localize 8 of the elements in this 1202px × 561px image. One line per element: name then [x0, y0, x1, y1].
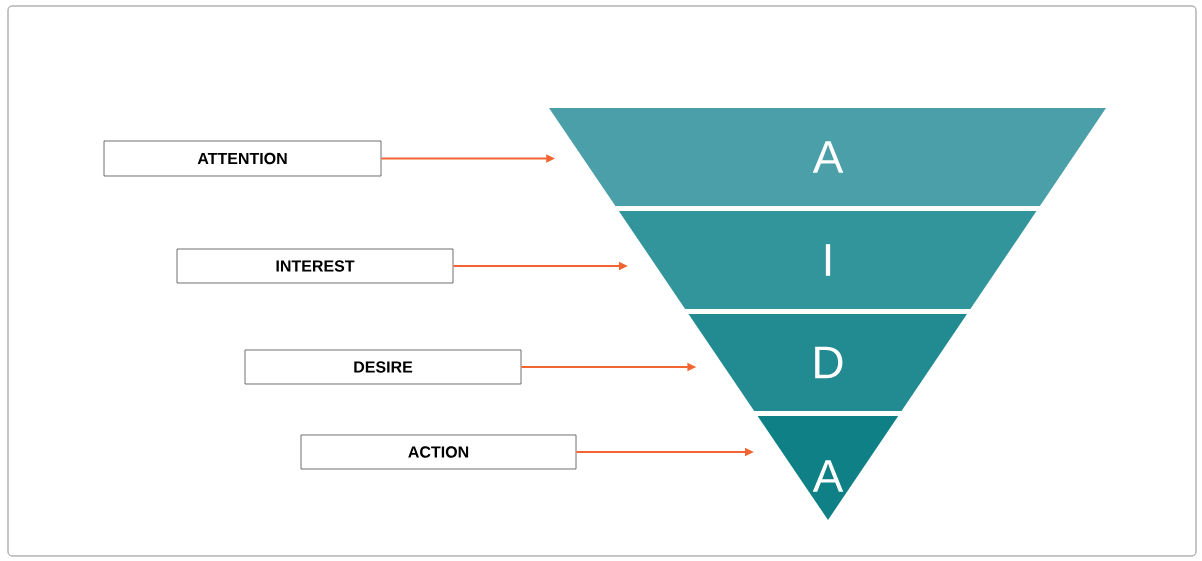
- label-box: ACTION: [300, 434, 577, 470]
- label-box: DESIRE: [244, 349, 522, 385]
- funnel-band: A: [757, 416, 899, 520]
- label-box: INTEREST: [176, 248, 454, 284]
- funnel-band: A: [549, 108, 1106, 206]
- funnel-band: I: [618, 211, 1037, 309]
- label-box: ATTENTION: [103, 140, 382, 177]
- funnel-band: D: [688, 314, 967, 411]
